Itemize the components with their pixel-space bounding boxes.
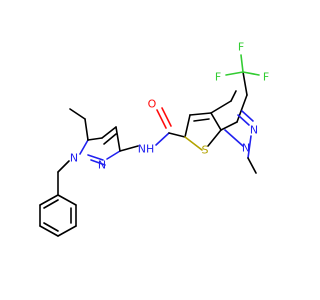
bond	[242, 71, 260, 76]
bond-double-inner	[43, 222, 59, 232]
pyrazole-nitrogen-label-right: N	[250, 124, 258, 137]
bond	[115, 126, 121, 152]
benzyl-pyrazole-fragment	[57, 108, 121, 196]
bond	[57, 160, 70, 173]
bond	[101, 126, 117, 139]
bond	[247, 157, 257, 174]
bond	[184, 114, 191, 138]
bond	[207, 129, 222, 147]
bond-double-inner	[103, 133, 117, 145]
bond	[210, 100, 232, 114]
bond	[106, 150, 121, 160]
bond	[87, 137, 103, 141]
bond	[230, 90, 237, 102]
benzyl-nitrogen-label: N	[70, 152, 78, 165]
bond-double-inner	[241, 110, 254, 122]
sulfur-label: S	[202, 144, 209, 157]
amide-nh-label: NH	[138, 143, 155, 156]
benzene-ring	[39, 194, 77, 237]
bond	[225, 71, 244, 76]
fluorine-left-label: F	[215, 71, 221, 84]
bond-double-inner	[161, 107, 172, 127]
molecule-canvas: F F F O NH N N S N N	[39, 40, 270, 237]
amide-fragment	[119, 107, 186, 152]
bond	[184, 136, 203, 151]
bond	[220, 121, 238, 131]
bond	[57, 194, 77, 206]
bond	[189, 112, 212, 116]
bond	[69, 108, 86, 120]
oxygen-label: O	[148, 98, 157, 111]
bond	[155, 132, 170, 146]
bond	[210, 112, 222, 131]
bond	[224, 129, 244, 147]
bond	[87, 154, 104, 161]
thienopyrazole-fragment	[184, 90, 257, 174]
bond	[79, 139, 89, 155]
bond-double-inner	[90, 159, 106, 166]
n-methyl-nitrogen-label: N	[242, 142, 250, 155]
fluorine-top-label: F	[238, 41, 244, 54]
bond	[168, 132, 186, 138]
bond-double-inner	[193, 118, 210, 122]
chemical-structure-diagram: F F F O NH N N S N N	[39, 41, 269, 237]
bond	[237, 114, 250, 126]
bond	[84, 118, 89, 141]
bond	[247, 135, 252, 159]
bond-double-inner	[43, 199, 59, 209]
trifluoromethyl-fragment	[225, 54, 260, 96]
bond	[57, 225, 77, 237]
bond	[242, 71, 248, 96]
bond	[39, 194, 59, 206]
pyrazole-nitrogen-label-left: N	[98, 159, 106, 172]
bond	[236, 94, 248, 123]
bond	[240, 54, 244, 73]
bond	[156, 109, 167, 129]
bond	[39, 225, 59, 237]
bond	[119, 145, 139, 152]
fluorine-right-label: F	[263, 71, 269, 84]
